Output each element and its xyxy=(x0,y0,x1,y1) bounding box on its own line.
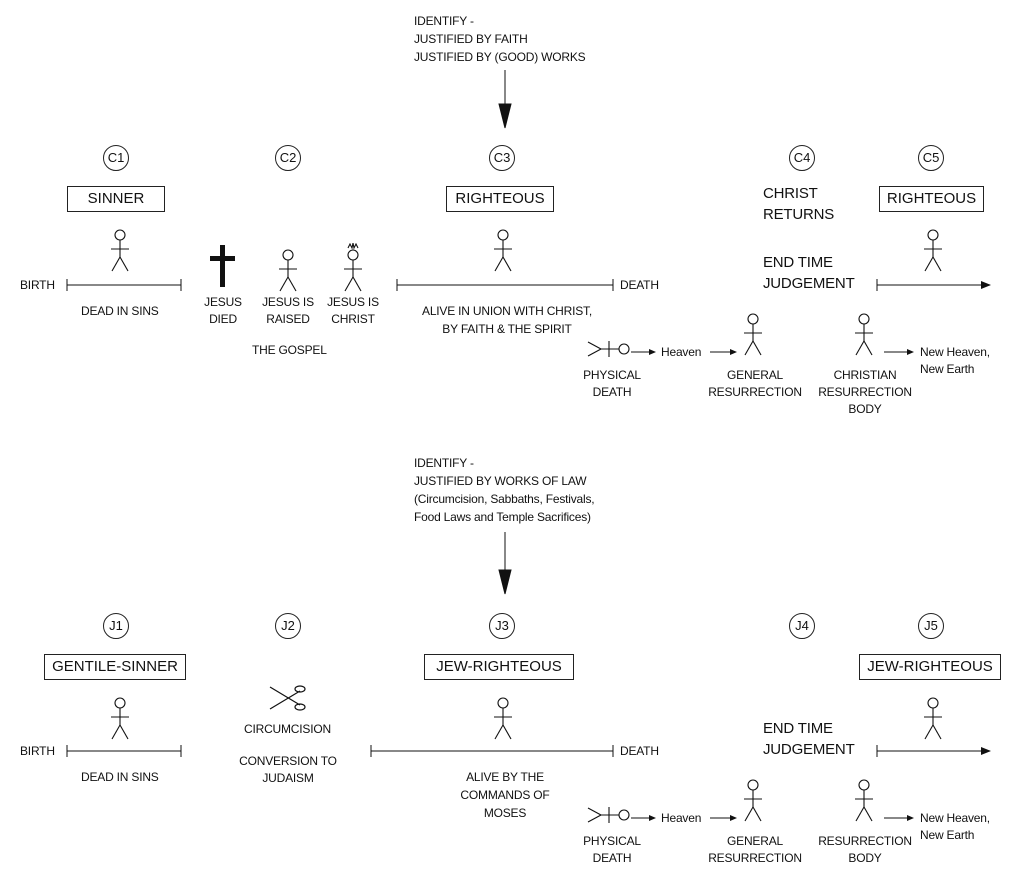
person-icon xyxy=(924,229,942,272)
death-line-bottom xyxy=(370,745,614,757)
alive-label: BY FAITH & THE SPIRIT xyxy=(442,322,572,336)
identify-line: JUSTIFIED BY (GOOD) WORKS xyxy=(414,50,586,64)
birth-label: BIRTH xyxy=(20,278,55,292)
person-icon xyxy=(279,249,297,292)
dead-in-sins-label: DEAD IN SINS xyxy=(81,770,159,784)
jesus-christ-label: CHRIST xyxy=(331,312,375,326)
person-icon xyxy=(494,229,512,272)
stage-marker-c1: C1 xyxy=(103,145,129,171)
identify-line: Food Laws and Temple Sacrifices) xyxy=(414,510,591,524)
resurrection-body-label: RESURRECTION xyxy=(818,834,912,848)
person-icon xyxy=(924,697,942,740)
alive-label: ALIVE IN UNION WITH CHRIST, xyxy=(422,304,592,318)
end-time-judgement-label: JUDGEMENT xyxy=(763,275,855,292)
new-heaven-label: New Earth xyxy=(920,828,975,842)
the-gospel-label: THE GOSPEL xyxy=(252,343,327,357)
person-icon xyxy=(855,313,873,356)
stage-marker-j2: J2 xyxy=(275,613,301,639)
judgement-arrow-top xyxy=(876,279,991,291)
general-resurrection-label: GENERAL xyxy=(727,834,783,848)
identify-heading: IDENTIFY - xyxy=(414,456,474,470)
crowned-person-icon xyxy=(344,243,362,292)
stage-marker-j4: J4 xyxy=(789,613,815,639)
new-heaven-label: New Heaven, xyxy=(920,811,990,825)
end-time-judgement-label: JUDGEMENT xyxy=(763,741,855,758)
birth-label: BIRTH xyxy=(20,744,55,758)
cross-icon xyxy=(210,245,235,287)
alive-label: MOSES xyxy=(483,806,527,820)
birth-line-bottom xyxy=(66,745,182,757)
state-box-righteous: RIGHTEOUS xyxy=(446,186,554,212)
conversion-label: CONVERSION TO xyxy=(239,754,337,768)
judgement-arrow-bottom xyxy=(876,745,991,757)
physical-death-label: PHYSICAL xyxy=(583,368,641,382)
identify-heading: IDENTIFY - xyxy=(414,14,474,28)
person-icon xyxy=(744,779,762,822)
stage-marker-c2: C2 xyxy=(275,145,301,171)
resurrection-body-label: BODY xyxy=(848,402,882,416)
state-box-jew-righteous: JEW-RIGHTEOUS xyxy=(859,654,1001,680)
physical-death-label: DEATH xyxy=(592,851,632,865)
jesus-raised-label: RAISED xyxy=(266,312,310,326)
christ-returns-label: RETURNS xyxy=(763,206,835,223)
general-resurrection-label: RESURRECTION xyxy=(708,385,802,399)
stage-marker-c4: C4 xyxy=(789,145,815,171)
jesus-raised-label: JESUS IS xyxy=(262,295,314,309)
alive-label: COMMANDS OF xyxy=(460,788,550,802)
general-resurrection-label: GENERAL xyxy=(727,368,783,382)
identify-line: JUSTIFIED BY FAITH xyxy=(414,32,528,46)
end-time-judgement-label: END TIME xyxy=(763,254,833,271)
dead-in-sins-label: DEAD IN SINS xyxy=(81,304,159,318)
death-label: DEATH xyxy=(620,744,659,758)
death-line-top xyxy=(396,279,614,291)
person-icon xyxy=(855,779,873,822)
stage-marker-c5: C5 xyxy=(918,145,944,171)
person-icon xyxy=(744,313,762,356)
conversion-label: JUDAISM xyxy=(262,771,314,785)
heaven-label: Heaven xyxy=(661,811,702,825)
state-box-sinner: SINNER xyxy=(67,186,165,212)
identify-line: JUSTIFIED BY WORKS OF LAW xyxy=(414,474,587,488)
scissors-icon xyxy=(269,685,306,711)
resurrection-body-label: BODY xyxy=(848,851,882,865)
identify-arrow-top xyxy=(498,70,512,129)
state-box-jew-righteous: JEW-RIGHTEOUS xyxy=(424,654,574,680)
identify-arrow-bottom xyxy=(498,532,512,595)
alive-label: ALIVE BY THE xyxy=(466,770,544,784)
physical-death-label: DEATH xyxy=(592,385,632,399)
person-icon xyxy=(111,697,129,740)
person-icon xyxy=(494,697,512,740)
heaven-label: Heaven xyxy=(661,345,702,359)
death-label: DEATH xyxy=(620,278,659,292)
jesus-died-label: JESUS xyxy=(204,295,242,309)
new-heaven-label: New Earth xyxy=(920,362,975,376)
lying-person-icon xyxy=(587,341,630,357)
resurrection-body-label: CHRISTIAN xyxy=(833,368,897,382)
end-time-judgement-label: END TIME xyxy=(763,720,833,737)
general-resurrection-label: RESURRECTION xyxy=(708,851,802,865)
stage-marker-j1: J1 xyxy=(103,613,129,639)
physical-death-label: PHYSICAL xyxy=(583,834,641,848)
birth-line-top xyxy=(66,279,182,291)
stage-marker-j5: J5 xyxy=(918,613,944,639)
new-heaven-label: New Heaven, xyxy=(920,345,990,359)
resurrection-body-label: RESURRECTION xyxy=(818,385,912,399)
state-box-righteous: RIGHTEOUS xyxy=(879,186,984,212)
state-box-gentile-sinner: GENTILE-SINNER xyxy=(44,654,186,680)
jesus-christ-label: JESUS IS xyxy=(327,295,379,309)
person-icon xyxy=(111,229,129,272)
stage-marker-c3: C3 xyxy=(489,145,515,171)
jesus-died-label: DIED xyxy=(209,312,237,326)
lying-person-icon xyxy=(587,807,630,823)
christ-returns-label: CHRIST xyxy=(763,185,818,202)
stage-marker-j3: J3 xyxy=(489,613,515,639)
identify-line: (Circumcision, Sabbaths, Festivals, xyxy=(414,492,595,506)
circumcision-label: CIRCUMCISION xyxy=(244,722,331,736)
